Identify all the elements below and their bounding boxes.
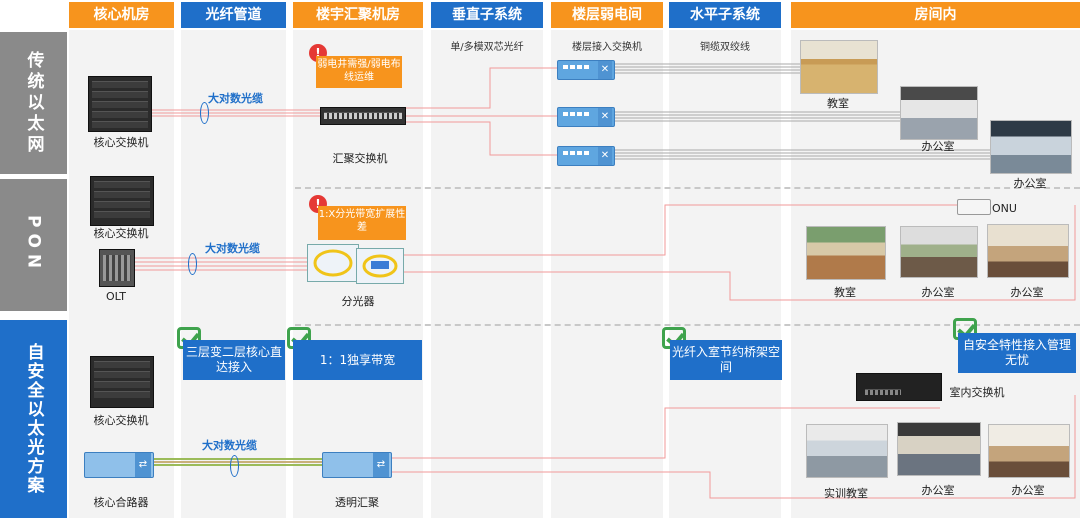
aggregation-switch-icon <box>320 107 406 125</box>
core-switch-icon <box>88 76 152 132</box>
room-label: 办公室 <box>1013 177 1047 190</box>
training-classroom-photo <box>806 424 888 478</box>
transparent-aggregation-icon: ⇄ <box>322 452 392 478</box>
onu-icon <box>957 199 991 215</box>
row-label-allopt: 自安全以太光方案 <box>0 320 67 518</box>
header-in-room: 房间内 <box>791 2 1080 28</box>
indoor-switch-icon <box>856 373 942 401</box>
core-switch-icon <box>90 176 154 226</box>
room-label: 办公室 <box>921 286 955 299</box>
room-label: 办公室 <box>921 484 955 497</box>
room-label: 办公室 <box>1010 286 1044 299</box>
row-label-ethernet: 传统以太网 <box>0 32 67 174</box>
room-label: 教室 <box>827 97 849 110</box>
cable-bundle-icon <box>200 102 209 124</box>
onu-label: ONU <box>992 202 1017 215</box>
benefit-note: 1：1独享带宽 <box>293 340 422 380</box>
core-switch-icon <box>90 356 154 408</box>
splitter-icon <box>356 248 404 284</box>
transparent-aggregation-label: 透明汇聚 <box>335 496 379 509</box>
core-switch-label: 核心交换机 <box>93 227 149 240</box>
fiber-cable-label: 大对数光缆 <box>208 92 263 105</box>
benefit-note: 自安全特性接入管理无忧 <box>958 333 1076 373</box>
floor-access-switch-icon: ✕ <box>557 107 615 127</box>
office-photo <box>990 120 1072 174</box>
subheader-horizontal: 铜缆双绞线 <box>700 42 750 53</box>
indoor-switch-label: 室内交换机 <box>949 386 1005 399</box>
header-vertical: 垂直子系统 <box>431 2 543 28</box>
col-bg-vertical <box>431 30 543 518</box>
warning-note: 1:X分光带宽扩展性差 <box>318 206 406 240</box>
office-photo <box>900 226 978 278</box>
fiber-cable-label: 大对数光缆 <box>202 439 257 452</box>
core-combiner-icon: ⇄ <box>84 452 154 478</box>
row-label-pon: PON <box>0 179 67 311</box>
olt-label: OLT <box>106 290 126 303</box>
header-building-room: 楼宇汇聚机房 <box>293 2 423 28</box>
subheader-floor-room: 楼层接入交换机 <box>572 42 642 53</box>
header-fiber-pipe: 光纤管道 <box>181 2 286 28</box>
header-floor-room: 楼层弱电间 <box>551 2 663 28</box>
core-switch-label: 核心交换机 <box>93 136 149 149</box>
room-label: 办公室 <box>1011 484 1045 497</box>
aggregation-switch-label: 汇聚交换机 <box>332 152 388 165</box>
cable-bundle-icon <box>230 455 239 477</box>
col-bg-horizontal <box>669 30 781 518</box>
fiber-cable-label: 大对数光缆 <box>205 242 260 255</box>
classroom-photo <box>800 40 878 94</box>
row-separator <box>295 187 1080 189</box>
benefit-note: 光纤入室节约桥架空间 <box>670 340 782 380</box>
office-photo <box>900 86 978 140</box>
core-switch-label: 核心交换机 <box>93 414 149 427</box>
row-separator <box>295 324 1080 326</box>
col-bg-fiber <box>181 30 286 518</box>
splitter-icon <box>307 244 359 282</box>
room-label: 办公室 <box>921 140 955 153</box>
office-photo <box>897 422 981 476</box>
olt-icon <box>99 249 135 287</box>
floor-access-switch-icon: ✕ <box>557 60 615 80</box>
room-label: 教室 <box>834 286 856 299</box>
header-horizontal: 水平子系统 <box>669 2 781 28</box>
cable-bundle-icon <box>188 253 197 275</box>
office-photo <box>987 224 1069 278</box>
classroom-photo <box>806 226 886 280</box>
core-combiner-label: 核心合路器 <box>93 496 149 509</box>
subheader-vertical: 单/多模双芯光纤 <box>450 42 524 53</box>
warning-note: 弱电井需强/弱电布线运维 <box>316 56 402 88</box>
room-label: 实训教室 <box>824 487 868 500</box>
office-photo <box>988 424 1070 478</box>
benefit-note: 三层变二层核心直达接入 <box>183 340 285 380</box>
floor-access-switch-icon: ✕ <box>557 146 615 166</box>
splitter-label: 分光器 <box>341 295 375 308</box>
header-core-room: 核心机房 <box>69 2 174 28</box>
